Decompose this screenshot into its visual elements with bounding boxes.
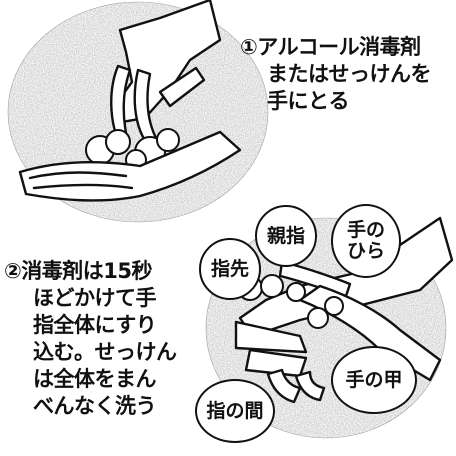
step1-line: ①アルコール消毒剤 <box>240 35 421 59</box>
label-back-of-hand-text: 手の甲 <box>345 368 403 391</box>
step2-line: 指全体にすり <box>33 313 157 337</box>
label-between-fingers-text: 指の間 <box>206 399 264 422</box>
step1-instruction: ①アルコール消毒剤 またはせっけんを 手にとる <box>240 34 432 115</box>
step2-line: ほどかけて手 <box>33 286 156 310</box>
label-fingertips-text: 指先 <box>210 257 249 280</box>
upper-hand <box>110 0 222 144</box>
step2-line: ②消毒剤は15秒 <box>4 259 153 283</box>
step1-line: 手にとる <box>267 89 350 113</box>
label-palm-line: 手の <box>346 219 385 241</box>
soap-foam <box>85 128 180 171</box>
label-back-of-hand: 手の甲 <box>331 346 417 414</box>
step2-line: べんなく洗う <box>33 394 156 418</box>
step1-illustration <box>7 0 269 223</box>
label-thumb: 親指 <box>255 205 317 267</box>
step2-line: は全体をまん <box>33 367 156 391</box>
lower-hand <box>18 130 242 202</box>
label-palm: 手の ひら <box>331 204 401 278</box>
step2-instruction: ②消毒剤は15秒 ほどかけて手 指全体にすり 込む。せっけん は全体をまん べん… <box>4 258 177 420</box>
label-palm-text: 手の ひら <box>347 220 385 262</box>
label-fingertips: 指先 <box>199 238 261 300</box>
label-thumb-text: 親指 <box>266 224 305 247</box>
label-between-fingers: 指の間 <box>195 379 275 443</box>
step2-line: 込む。せっけん <box>33 340 177 364</box>
label-palm-line: ひら <box>346 240 385 262</box>
step1-line: またはせっけんを <box>267 62 432 86</box>
